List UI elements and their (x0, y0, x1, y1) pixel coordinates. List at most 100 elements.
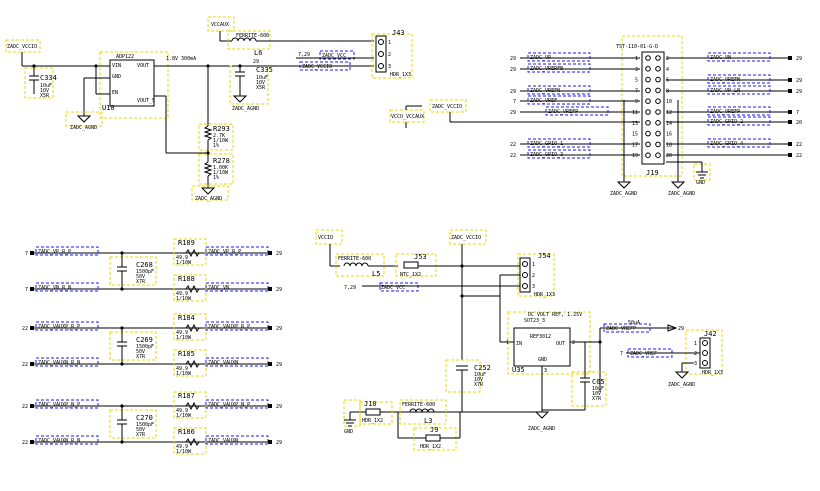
svg-text:10V: 10V (474, 377, 483, 383)
svg-text:7,29: 7,29 (344, 285, 356, 291)
capacitor-value: 50V (136, 349, 145, 355)
c252-ref: C252 (474, 364, 491, 372)
c269-ref: C269 (136, 336, 153, 344)
j19-pin-number: 17 (632, 142, 638, 148)
resistor-value: 1/10W (176, 260, 192, 266)
svg-text:10uF: 10uF (40, 83, 52, 89)
page-ref: 7 (513, 99, 516, 105)
capacitor-value: 1500pF (136, 269, 154, 275)
page-ref: 22 (796, 153, 802, 159)
svg-text:ZADC_VCC: ZADC_VCC (381, 285, 405, 291)
filter-out-net-label: ZADC_VP_R_P (208, 249, 241, 255)
j19-left-net-label: ZADC_VREFP (548, 109, 578, 115)
u35-note: DC VOLT REF, 1.25V (528, 312, 582, 318)
j19-pin-number: 1 (635, 56, 638, 62)
j19-pin-number: 20 (666, 153, 672, 159)
svg-text:29: 29 (253, 59, 259, 65)
page-ref: 29 (276, 362, 282, 368)
j19-left-net-label: ZADC_VREFN (530, 88, 560, 94)
svg-text:2: 2 (572, 340, 575, 346)
svg-text:GND: GND (112, 74, 121, 80)
page-ref: 22 (22, 326, 28, 332)
svg-text:3: 3 (694, 361, 697, 367)
filter-out-net-label: ZADC_VAUXN (208, 360, 238, 366)
svg-text:OUT: OUT (556, 341, 565, 347)
u35-pkg: SOT23_3 (524, 318, 545, 324)
j19-pin-number: 6 (666, 78, 669, 84)
page-ref: 29 (510, 56, 516, 62)
svg-text:29: 29 (678, 326, 684, 332)
svg-text:VOUT: VOUT (137, 63, 149, 69)
svg-text:GND: GND (344, 429, 353, 435)
svg-text:7: 7 (620, 351, 623, 357)
capacitor-value: X7R (136, 354, 146, 360)
svg-text:3: 3 (532, 284, 535, 290)
svg-text:2: 2 (694, 351, 697, 357)
resistor-value: 49.9 (176, 291, 188, 297)
filter-in-net-label: ZADC_VAUXP_N_P (38, 402, 80, 408)
svg-text:ZADC_AGND: ZADC_AGND (528, 426, 555, 432)
j19-left-net-label: ZADC_GPIO_1 (530, 141, 563, 147)
svg-text:10uF: 10uF (256, 75, 268, 81)
page-ref: 29 (796, 56, 802, 62)
j19-pin-number: 3 (635, 67, 638, 73)
j19-pin (645, 120, 651, 126)
l3-part: FERRITE-600 (402, 402, 435, 408)
svg-text:ZADC_AGND: ZADC_AGND (610, 191, 637, 197)
filter-in-net-label: ZADC_VP_R_P (38, 249, 71, 255)
j19-pin-number: 11 (632, 110, 638, 116)
j19-pin-number: 10 (666, 99, 672, 105)
r186-ref: R186 (178, 428, 195, 436)
j43-ref: J43 (392, 29, 405, 37)
vout-note: 1.8V 300mA (166, 56, 196, 62)
r187-ref: R187 (178, 392, 195, 400)
resistor-value: 1/10W (176, 413, 192, 419)
u35-ref: U35 (512, 366, 525, 374)
r278-ref: R278 (213, 157, 230, 165)
j10-part: HDR_1X2 (362, 418, 383, 424)
j19-ref: J19 (646, 169, 659, 177)
j19-pin (645, 130, 651, 137)
svg-text:1.00K: 1.00K (213, 165, 228, 171)
j54-ref: J54 (538, 252, 551, 260)
page-ref: 22 (22, 404, 28, 410)
svg-text:1/10W: 1/10W (213, 138, 229, 144)
vref-net: ZADC_VREF (630, 351, 657, 357)
svg-text:1%: 1% (213, 143, 219, 149)
svg-text:ZADC_VCCIO: ZADC_VCCIO (302, 64, 332, 70)
vcco-vccaux-net: VCCO_VCCAUX (391, 114, 424, 120)
j9-ref: J9 (430, 426, 438, 434)
resistor-value: 1/10W (176, 296, 192, 302)
filter-in-net-label: ZADC_VAUXP_R_P (38, 324, 80, 330)
page-ref: 22 (22, 440, 28, 446)
reference-section: VCCIO FERRITE-600 L5 J53 NTC_1X2 ZADC_VC… (315, 229, 723, 451)
regulator-section: ZADC_VCCIO C334 10uF 10V X5R ADP122 VIN … (5, 16, 413, 202)
agnd-label-r278: ZADC_AGND (195, 196, 222, 202)
j19-pin (655, 130, 661, 137)
j54-part: HDR_1X3 (534, 292, 555, 298)
u10-ref: U10 (102, 104, 115, 112)
j19-left-net-label: ZADC_VREF (530, 98, 557, 104)
page-ref: 29 (276, 287, 282, 293)
capacitor-value: 50V (136, 274, 145, 280)
svg-text:ZADC_VCCIO: ZADC_VCCIO (451, 235, 481, 241)
j19-pin (655, 152, 661, 158)
svg-text:X5R: X5R (256, 85, 266, 91)
j19-pin (645, 87, 651, 94)
j19-pin-number: 5 (635, 78, 638, 84)
j19-pin (645, 55, 651, 61)
j19-pin-number: 16 (666, 132, 672, 138)
page-ref: 22 (510, 142, 516, 148)
svg-text:2: 2 (388, 52, 391, 58)
ref-note: 50uA (628, 320, 640, 326)
svg-text:3: 3 (388, 64, 391, 70)
l6-ref: L6 (254, 49, 262, 57)
filter-in-net-label: ZADC_VAUXN_R_N (38, 438, 80, 444)
capacitor-value: X7R (136, 432, 146, 438)
page-ref: 29 (276, 251, 282, 257)
r188-ref: R188 (178, 275, 195, 283)
agnd-label-c335: ZADC_AGND (232, 106, 259, 112)
